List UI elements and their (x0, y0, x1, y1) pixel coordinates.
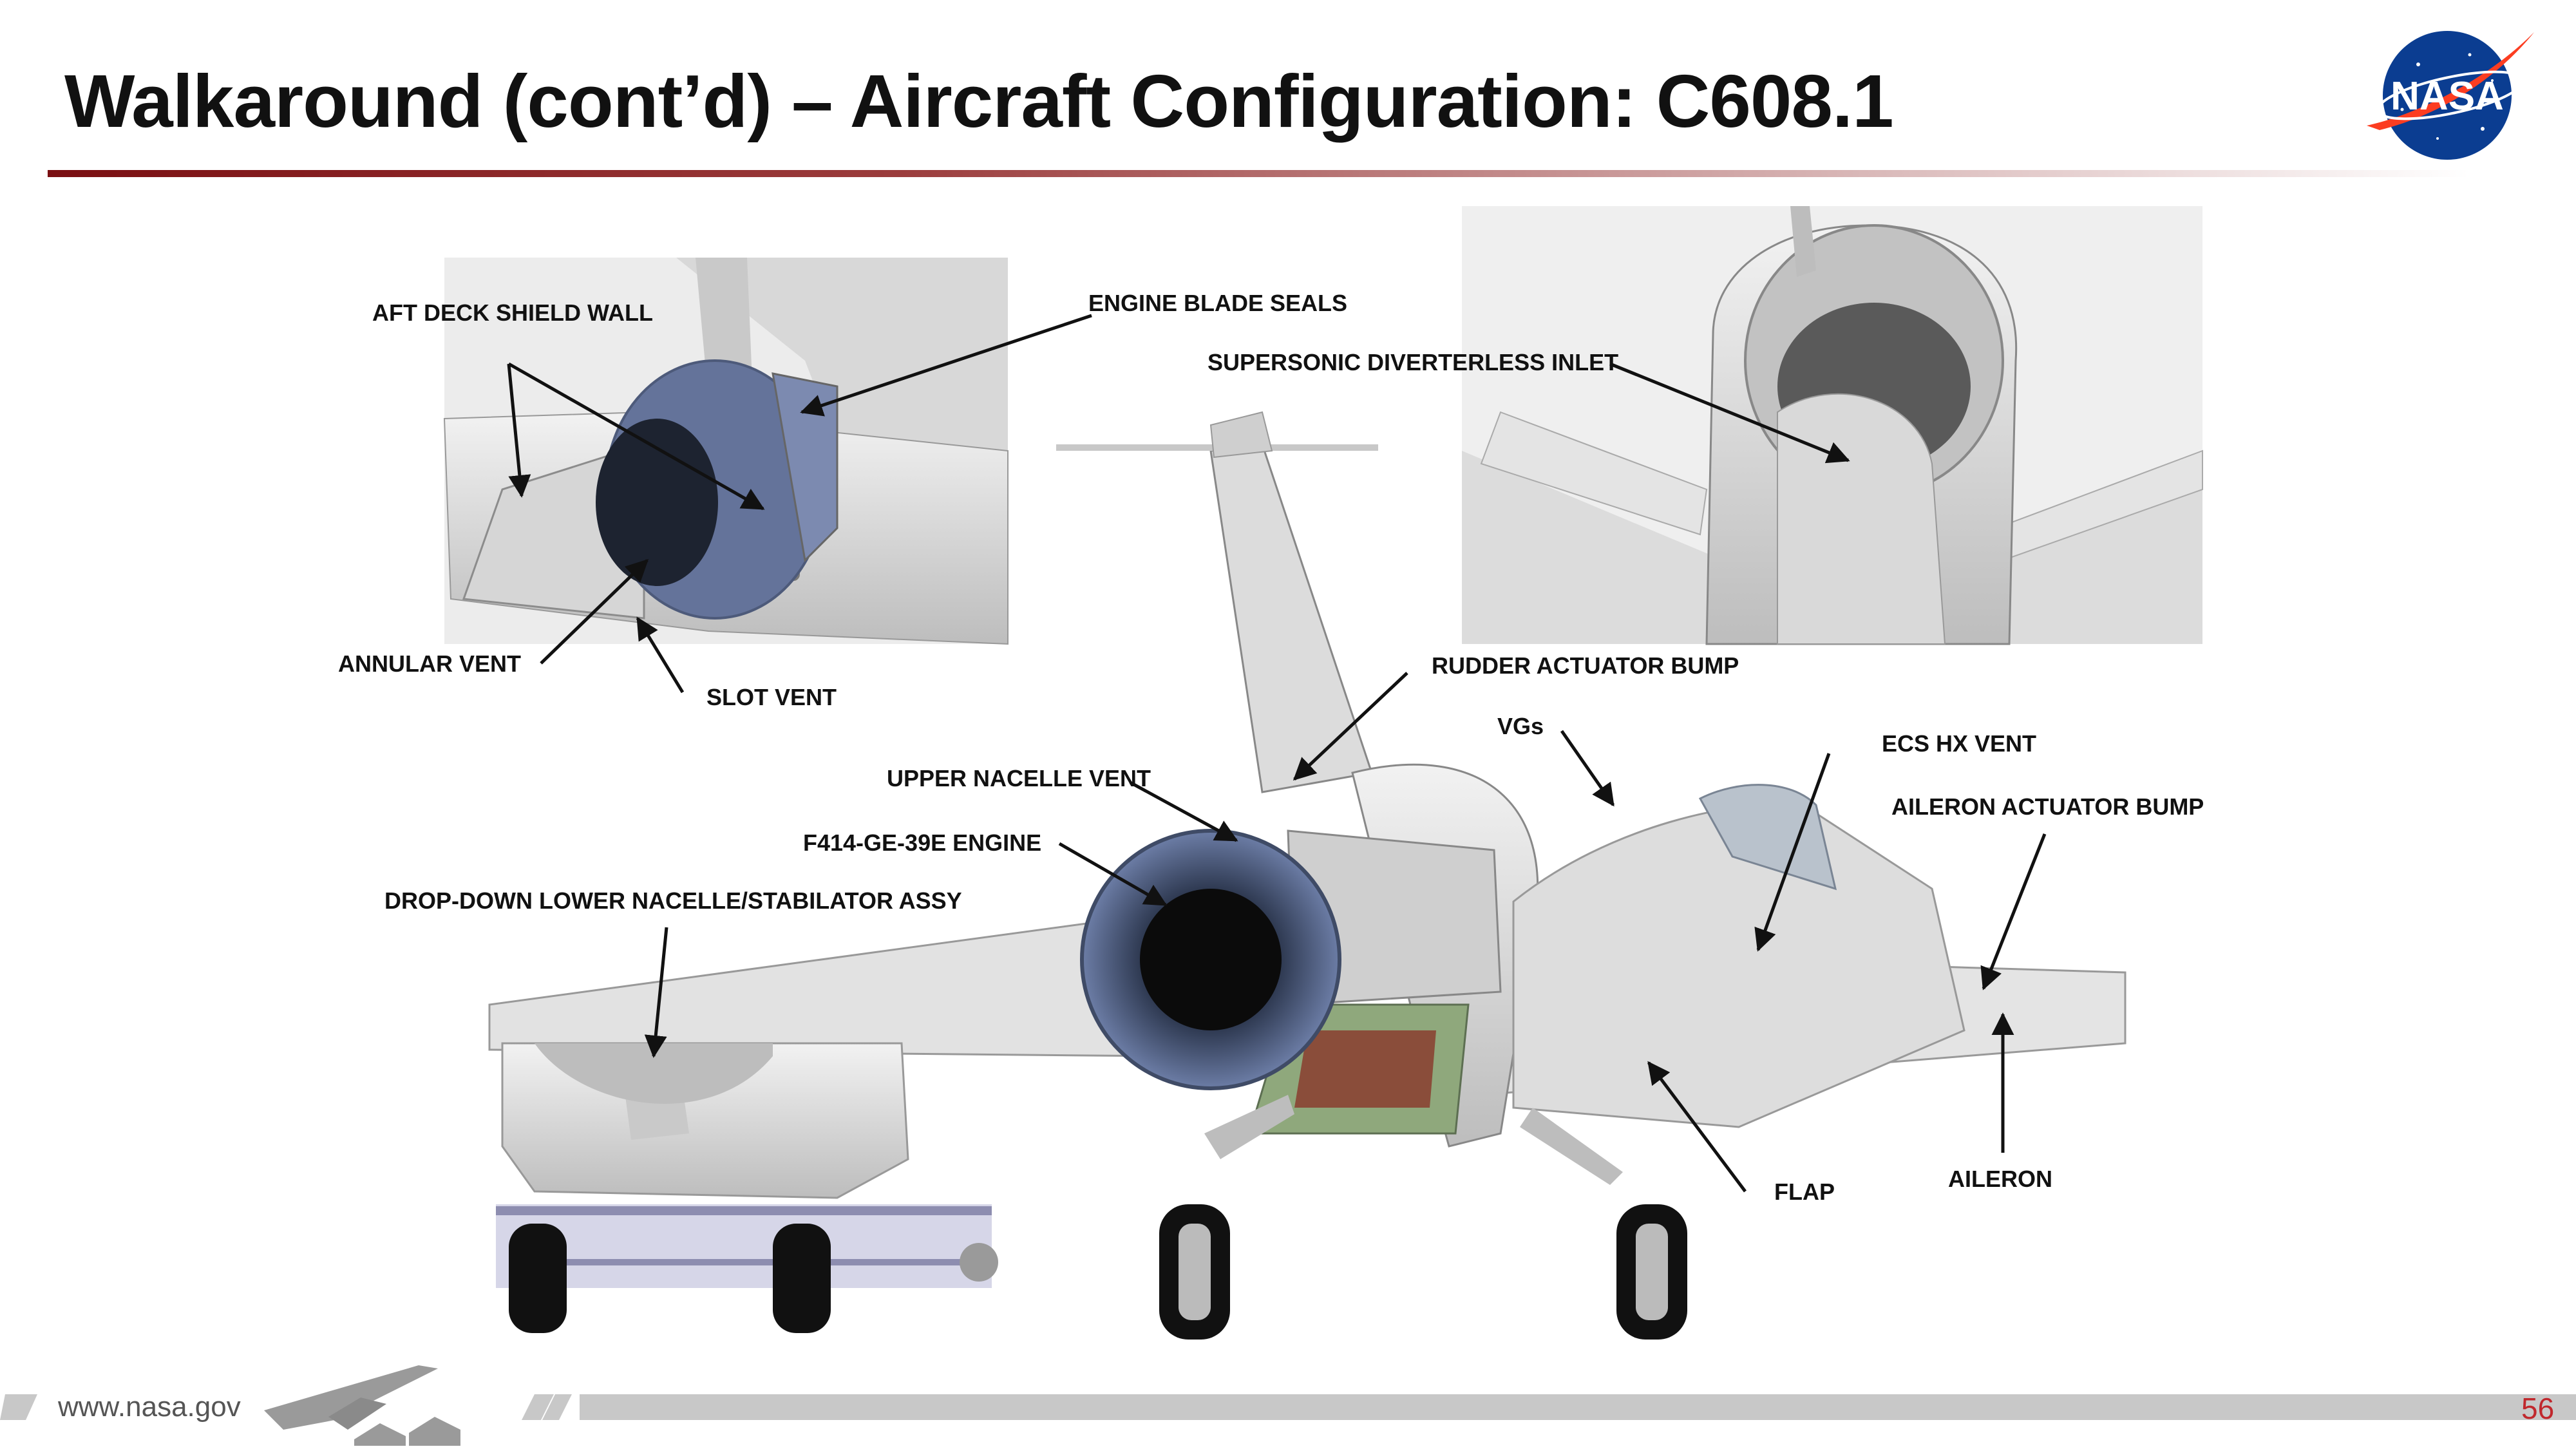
drop-down-assembly (496, 1042, 998, 1333)
label-engine-blade-seals: ENGINE BLADE SEALS (1088, 290, 1348, 316)
label-aileron-actuator-bump: AILERON ACTUATOR BUMP (1891, 793, 2204, 820)
footer-stripe-mid (522, 1394, 572, 1420)
label-drop-down-assembly: DROP-DOWN LOWER NACELLE/STABILATOR ASSY (384, 887, 962, 914)
label-vgs: VGs (1497, 713, 1544, 739)
nasa-logo-text: NASA (2391, 74, 2504, 118)
slide-title: Walkaround (cont’d) – Aircraft Configura… (64, 59, 1894, 143)
label-aileron: AILERON (1948, 1166, 2052, 1192)
inset-inlet (1462, 206, 2203, 645)
footer-bar (580, 1394, 2576, 1420)
label-aft-deck-shield-wall: AFT DECK SHIELD WALL (372, 299, 653, 326)
label-annular-vent: ANNULAR VENT (338, 650, 521, 677)
label-rudder-actuator-bump: RUDDER ACTUATOR BUMP (1432, 652, 1739, 679)
footer-aircraft-icon (264, 1365, 460, 1446)
label-ecs-hx-vent: ECS HX VENT (1882, 730, 2037, 757)
nasa-logo: NASA (2367, 31, 2534, 160)
footer-stripe-left (0, 1394, 37, 1420)
label-engine: F414-GE-39E ENGINE (803, 829, 1042, 856)
label-upper-nacelle-vent: UPPER NACELLE VENT (887, 765, 1151, 791)
label-flap: FLAP (1774, 1179, 1835, 1205)
label-supersonic-diverterless-inlet: SUPERSONIC DIVERTERLESS INLET (1208, 349, 1619, 375)
footer-url[interactable]: www.nasa.gov (58, 1391, 241, 1423)
title-rule (48, 170, 2469, 177)
inset-aft-deck (443, 258, 1009, 645)
label-slot-vent: SLOT VENT (706, 684, 837, 710)
page-number: 56 (2521, 1392, 2555, 1425)
